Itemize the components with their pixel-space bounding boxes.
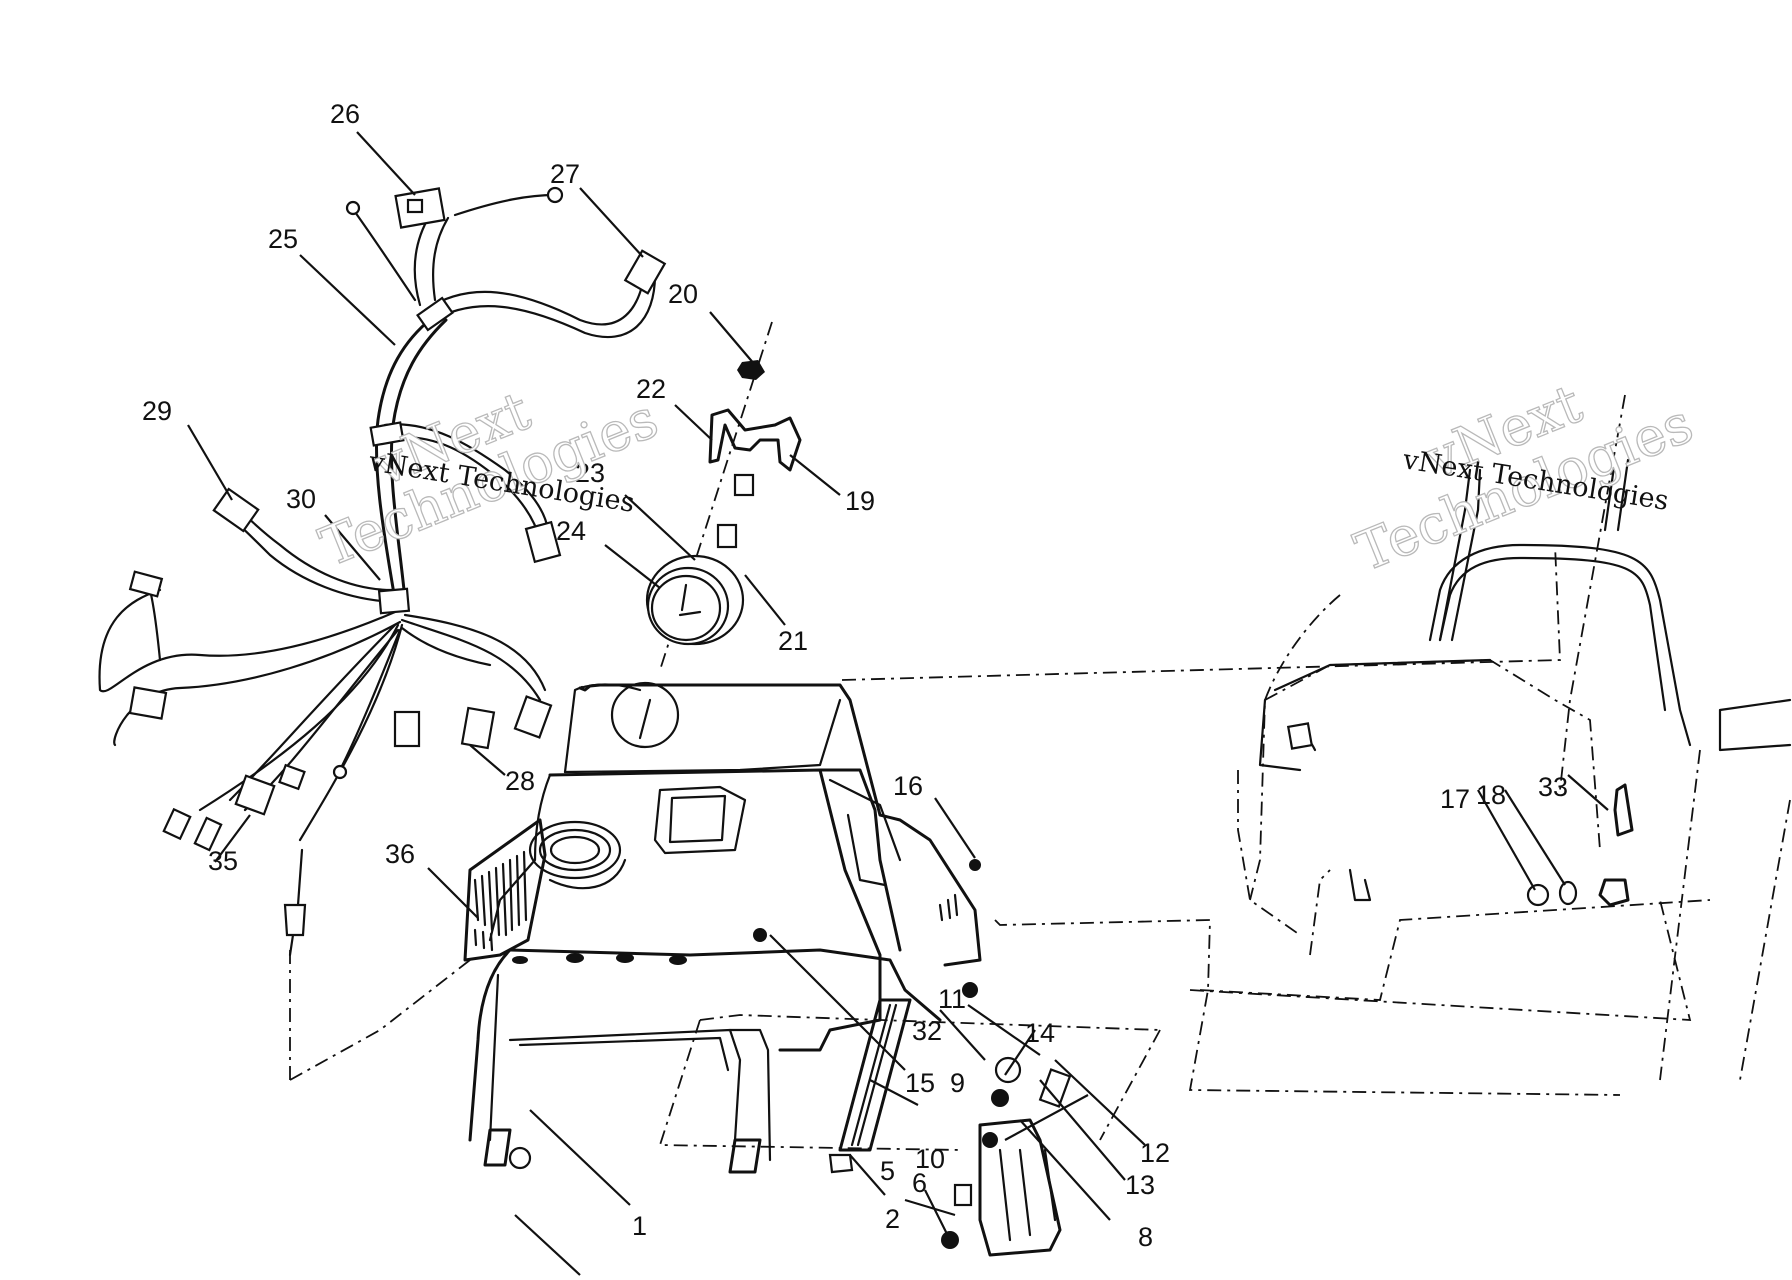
vent-slots <box>473 850 528 952</box>
callout-5: 5 <box>880 1156 895 1186</box>
callout-11: 11 <box>938 984 966 1014</box>
connector-29 <box>212 487 260 533</box>
callout-6: 6 <box>912 1168 927 1198</box>
callout-30: 30 <box>286 484 316 514</box>
callout-18: 18 <box>1476 780 1506 810</box>
callout-20: 20 <box>668 279 698 309</box>
callout-26: 26 <box>330 99 360 129</box>
callout-33: 33 <box>1538 772 1568 802</box>
watermark-left: vNext Technologies <box>311 378 667 579</box>
callout-22: 22 <box>636 374 666 404</box>
callout-24: 24 <box>556 516 586 546</box>
callout-29: 29 <box>142 396 172 426</box>
callout-15: 15 <box>905 1068 935 1098</box>
callout-8: 8 <box>1138 1222 1153 1252</box>
callout-32: 32 <box>912 1016 942 1046</box>
callout-35: 35 <box>208 846 238 876</box>
callout-9: 9 <box>950 1068 965 1098</box>
callout-13: 13 <box>1125 1170 1155 1200</box>
dash-panel <box>463 681 982 1174</box>
callout-17: 17 <box>1440 784 1470 814</box>
callout-36: 36 <box>385 839 415 869</box>
callout-leaders <box>187 131 1609 1276</box>
callout-21: 21 <box>778 626 808 656</box>
callout-28: 28 <box>505 766 535 796</box>
callout-2: 2 <box>885 1204 900 1234</box>
callout-25: 25 <box>268 224 298 254</box>
connector-28 <box>393 695 553 750</box>
callout-23: 23 <box>575 458 605 488</box>
callout-27: 27 <box>550 159 580 189</box>
callout-12: 12 <box>1140 1138 1170 1168</box>
callout-1: 1 <box>632 1211 647 1241</box>
watermark-right: vNext Technologies <box>1346 371 1702 585</box>
callout-labels: 26 27 25 20 22 23 24 19 21 29 30 28 35 3… <box>142 99 1568 1252</box>
small-parts <box>283 848 854 1174</box>
callout-14: 14 <box>1025 1018 1055 1048</box>
connector-27 <box>623 249 667 295</box>
callout-16: 16 <box>893 771 923 801</box>
wiring-harness <box>98 186 667 852</box>
gauge-assembly <box>645 321 802 671</box>
callout-10: 10 <box>915 1144 945 1174</box>
tractor-body <box>289 394 1792 1151</box>
callout-19: 19 <box>845 486 875 516</box>
connector-26 <box>394 187 446 229</box>
